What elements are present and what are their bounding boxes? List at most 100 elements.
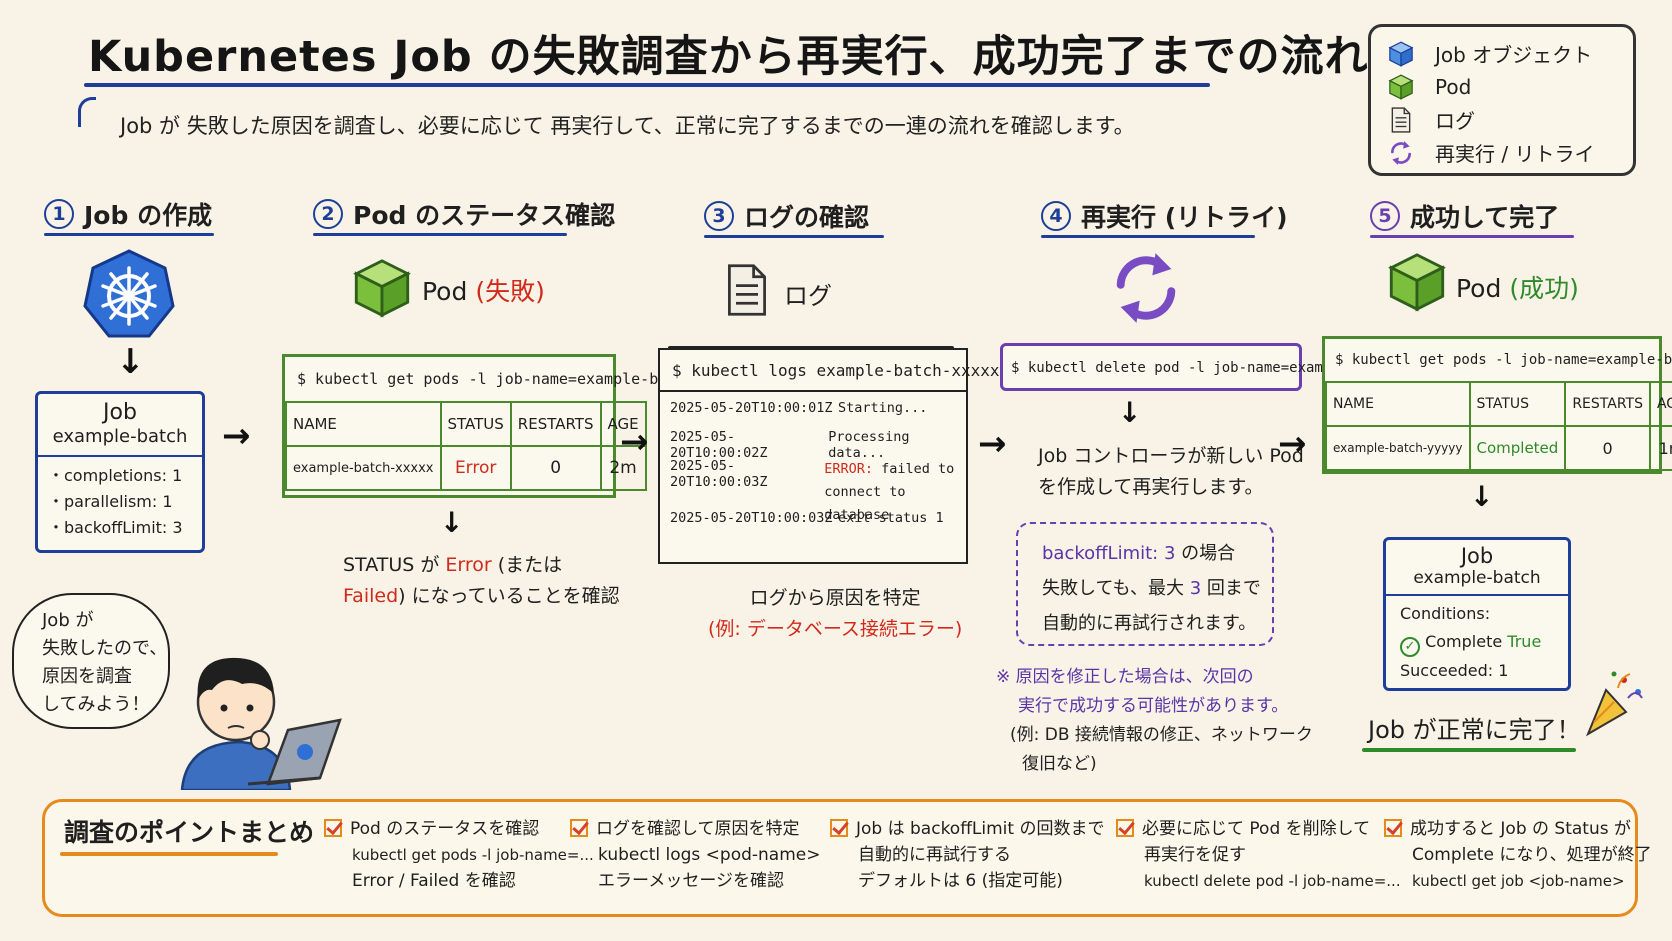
fix-note-line: (例: DB 接続情報の修正、ネットワーク [1010,725,1313,745]
condition-type: Complete [1425,632,1503,651]
pod-status-failed: (失敗) [475,277,545,306]
note-text: ) になっていることを確認 [398,585,620,607]
table-header: RESTARTS [509,401,602,447]
get-pods-command: $ kubectl get pods -l job-name=example-b… [297,370,695,388]
job-done-name: example-batch [1413,568,1541,588]
status-cell-completed: Completed [1468,425,1567,471]
step-3-heading: 3 ログの確認 [704,198,869,234]
backoff-text: 失敗しても、最大 [1042,578,1190,599]
status-note: STATUS が Error (または Failed) になっていることを確認 [343,550,620,612]
condition-complete-row: ✓ Complete True [1400,628,1568,657]
legend-label: ログ [1435,109,1475,133]
table-row: example-batch-xxxxx Error 0 2m [285,445,647,491]
step-1-heading: 1 Job の作成 [44,196,212,232]
step-label: 再実行 (リトライ) [1081,203,1288,232]
summary-item-detail: 自動的に再試行する [858,845,1011,865]
spec-parallelism: ・parallelism: 1 [48,492,173,511]
pod-success-label: Pod (成功) [1456,269,1579,305]
table-header: AGE [599,401,647,447]
controller-note: Job コントローラが新しい Pod を作成して再実行します。 [1038,441,1304,503]
table-header: AGE [1648,381,1672,427]
delete-pod-command: $ kubectl delete pod -l job-name=example… [1011,360,1399,376]
log-message: Starting... [838,400,928,416]
speech-line: 原因を調査 [42,666,132,687]
summary-item-heading: Pod のステータスを確認 [350,819,540,839]
job-done-title: Job [1460,544,1494,568]
note-text: (または [491,554,563,576]
party-popper-icon [1584,668,1646,742]
log-entry: 2025-05-20T10:00:02Z Processing data... [670,429,966,461]
summary-item: Job は backoffLimit の回数まで 自動的に再試行する デフォルト… [830,816,1104,894]
person-with-laptop-icon [168,644,348,794]
summary-item-detail: Complete になり、処理が終了 [1412,845,1652,865]
speech-line: Job が [42,610,94,631]
checkbox-checked-icon [324,819,342,837]
job-box: Job example-batch ・completions: 1 ・paral… [35,391,205,553]
note-text: STATUS が [343,554,446,576]
log-timestamp: 2025-05-20T10:00:01Z [670,400,833,416]
fix-note-line: 実行で成功する可能性があります。 [1018,696,1289,716]
table-header: NAME [1325,381,1471,427]
summary-item-detail: kubectl get job <job-name> [1412,872,1625,890]
backoff-line2: 失敗しても、最大 3 回まで [1042,571,1272,606]
right-arrow-icon: → [620,422,649,462]
legend-item-job: Job オブジェクト [1387,37,1617,70]
job-done-conditions: Conditions: ✓ Complete True Succeeded: 1 [1386,594,1568,685]
legend-label: Job オブジェクト [1435,43,1593,67]
log-note-line2: (例: データベース接続エラー) [708,618,963,640]
controller-note-line: を作成して再実行します。 [1038,476,1264,498]
summary-underline [60,852,278,856]
step-2-heading: 2 Pod のステータス確認 [313,196,615,232]
step-label: Job の作成 [84,201,213,230]
logs-command: $ kubectl logs example-batch-xxxxx [660,350,1000,392]
speech-line: 失敗したので、 [42,638,168,659]
log-document-icon [725,263,769,321]
legend-item-pod: Pod [1387,70,1617,103]
summary-item: 成功すると Job の Status が Complete になり、処理が終了 … [1384,816,1652,894]
summary-item-detail: Error / Failed を確認 [352,871,516,891]
summary-item-detail: kubectl get pods -l job-name=... [352,846,594,864]
step-2-underline [313,233,567,236]
job-done-message: Job が正常に完了！ [1368,716,1581,744]
table-header-row: NAME STATUS RESTARTS AGE [1325,381,1672,427]
status-note-line1: STATUS が Error (または [343,550,620,581]
page-title: Kubernetes Job の失敗調査から再実行、成功完了までの流れ [88,32,1369,82]
down-arrow-icon: ↓ [116,342,145,382]
table-cell: 1m [1648,425,1672,471]
summary-item-detail: kubectl delete pod -l job-name=... [1144,872,1401,890]
note-error: Error [445,554,492,576]
fix-note: ※ 原因を修正した場合は、次回の 実行で成功する可能性があります。 (例: DB… [996,663,1313,779]
table-cell: 0 [509,445,602,491]
get-pods-failed-terminal: $ kubectl get pods -l job-name=example-b… [282,354,695,498]
subtitle-bracket [78,97,96,127]
table-header: NAME [285,401,442,447]
spec-backofflimit: ・backoffLimit: 3 [48,518,183,537]
note-failed: Failed [343,585,399,607]
job-done-box: Job example-batch Conditions: ✓ Complete… [1383,537,1571,691]
table-cell: 0 [1564,425,1651,471]
log-label: ログ [784,282,832,310]
pod-failed-cube-icon [353,258,411,322]
backoff-count: 3 [1189,578,1202,599]
summary-item-detail: 再実行を促す [1144,845,1246,865]
get-pods-success-terminal: $ kubectl get pods -l job-name=example-b… [1322,336,1672,474]
backoff-line3: 自動的に再試行されます。 [1042,613,1257,634]
pod-status-success: (成功) [1509,274,1579,303]
conditions-label: Conditions: [1400,604,1491,623]
kubernetes-logo-icon [83,248,175,342]
checkbox-checked-icon [570,819,588,837]
table-header: RESTARTS [1564,381,1651,427]
step-number: 3 [704,201,734,231]
done-underline [1362,748,1576,752]
backoff-text: 回まで [1201,578,1261,599]
status-note-line2: Failed) になっていることを確認 [343,581,620,612]
table-row: example-batch-yyyyy Completed 0 1m [1325,425,1672,471]
summary-item-detail: kubectl logs <pod-name> [598,845,821,865]
backoff-line1: backoffLimit: 3 の場合 [1042,536,1272,571]
step-number: 1 [44,199,74,229]
step-4-heading: 4 再実行 (リトライ) [1041,198,1288,234]
retry-icon [1387,139,1415,167]
step-number: 2 [313,199,343,229]
log-message: connect to database [824,484,906,523]
step-1-underline [44,233,214,236]
